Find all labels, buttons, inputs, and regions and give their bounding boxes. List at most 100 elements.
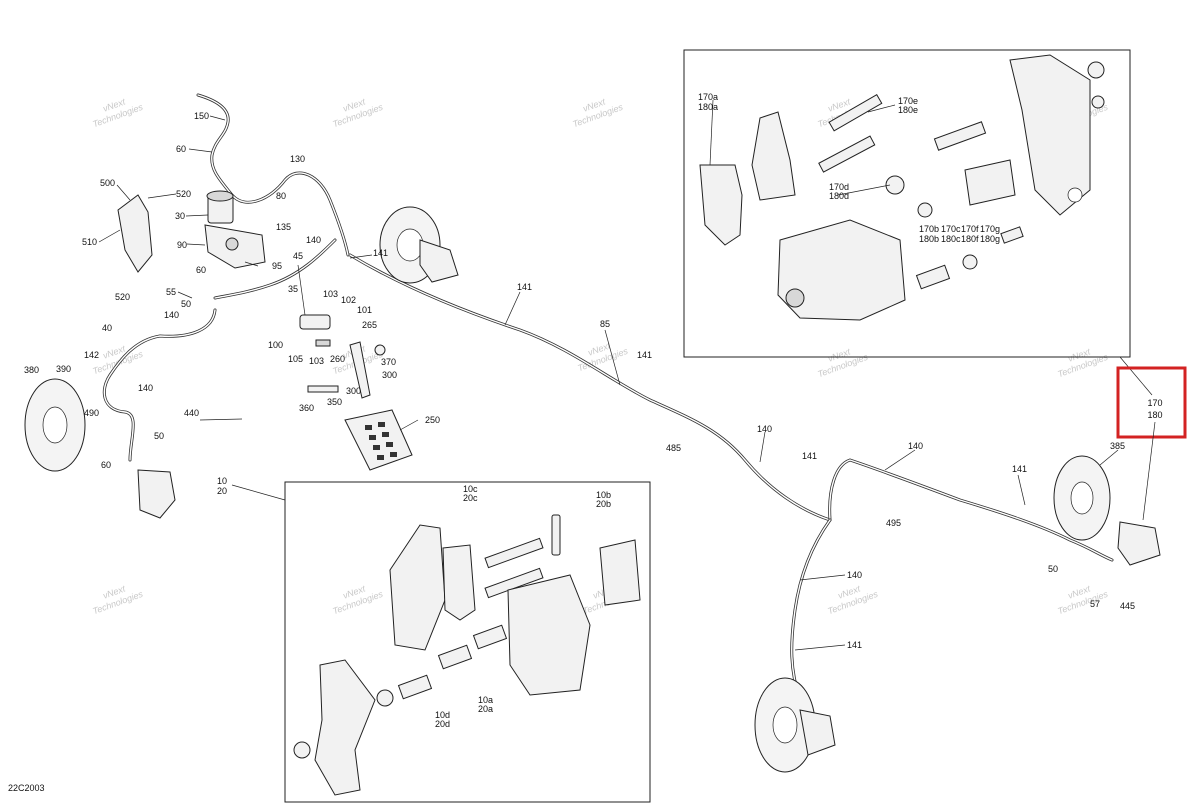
- part-label: 20d: [435, 719, 450, 729]
- part-label: 105: [288, 354, 303, 364]
- part-label: 300: [346, 386, 361, 396]
- bottom-brake-disc: [754, 677, 836, 773]
- part-label: 141: [637, 350, 652, 360]
- part-label: 370: [381, 357, 396, 367]
- rear-right-brake-disc: [1053, 455, 1111, 541]
- front-right-brake-disc: [379, 206, 459, 284]
- part-label: 300: [382, 370, 397, 380]
- part-label: 140: [847, 570, 862, 580]
- part-label: 20a: [478, 704, 493, 714]
- master-cylinder: [204, 190, 266, 269]
- part-label: 170f: [961, 224, 979, 234]
- inset-connector: [1119, 356, 1153, 396]
- brake-pedal: [344, 341, 413, 471]
- part-label: 140: [164, 310, 179, 320]
- svg-text:170: 170: [1147, 398, 1162, 408]
- part-label: 141: [847, 640, 862, 650]
- part-label: 180b: [919, 234, 939, 244]
- part-label: 180e: [898, 105, 918, 115]
- part-label: 20c: [463, 493, 478, 503]
- watermark: vNext Technologies: [816, 346, 869, 379]
- part-label: 180c: [941, 234, 961, 244]
- part-label: 141: [802, 451, 817, 461]
- part-label: 440: [184, 408, 199, 418]
- part-label: 490: [84, 408, 99, 418]
- part-label: 10a: [478, 695, 493, 705]
- part-label: 40: [102, 323, 112, 333]
- part-label: 100: [268, 340, 283, 350]
- part-label: 140: [306, 235, 321, 245]
- upper-inset-box: [683, 49, 1131, 358]
- part-label: 141: [517, 282, 532, 292]
- part-label: 141: [373, 248, 388, 258]
- part-label: 385: [1110, 441, 1125, 451]
- part-label: 520: [176, 189, 191, 199]
- part-label: 510: [82, 237, 97, 247]
- part-label: 265: [362, 320, 377, 330]
- part-label: 135: [276, 222, 291, 232]
- part-label: 140: [908, 441, 923, 451]
- part-label: 520: [115, 292, 130, 302]
- part-label: 495: [886, 518, 901, 528]
- part-label: 20b: [596, 499, 611, 509]
- part-label: 500: [100, 178, 115, 188]
- part-label: 10d: [435, 710, 450, 720]
- part-label: 130: [290, 154, 305, 164]
- part-label: 260: [330, 354, 345, 364]
- part-label: 10c: [463, 484, 478, 494]
- watermark: vNext Technologies: [826, 583, 879, 616]
- left-brake-disc: [24, 378, 86, 472]
- upper-inset-labels: 170a 180a 170e 180e 170d 180d 170b 180b …: [698, 92, 1000, 244]
- part-label: 180f: [961, 234, 979, 244]
- lower-inset-parts: [293, 514, 641, 796]
- part-label: 360: [299, 403, 314, 413]
- pedal-linkage: [299, 314, 386, 393]
- part-label: 20: [217, 486, 227, 496]
- part-label: 485: [666, 443, 681, 453]
- part-label: 102: [341, 295, 356, 305]
- part-label: 80: [276, 191, 286, 201]
- highlight-box[interactable]: [1116, 366, 1187, 439]
- watermark: vNext Technologies: [91, 96, 144, 129]
- part-label: 150: [194, 111, 209, 121]
- part-label: 35: [288, 284, 298, 294]
- part-label: 60: [196, 265, 206, 275]
- upper-inset-parts: [699, 54, 1105, 321]
- part-label: 142: [84, 350, 99, 360]
- part-label: 250: [425, 415, 440, 425]
- diagram-code: 22C2003: [8, 783, 45, 793]
- part-label: 180a: [698, 102, 718, 112]
- watermark: vNext Technologies: [1056, 346, 1109, 379]
- part-label: 380: [24, 365, 39, 375]
- part-label: 180g: [980, 234, 1000, 244]
- brake-lines: [102, 93, 1114, 702]
- part-label: 170c: [941, 224, 961, 234]
- watermark: vNext Technologies: [576, 340, 629, 373]
- part-label: 55: [166, 287, 176, 297]
- part-label: 95: [272, 261, 282, 271]
- watermark: vNext Technologies: [91, 583, 144, 616]
- part-label: 350: [327, 397, 342, 407]
- part-label: 180d: [829, 191, 849, 201]
- part-label: 103: [323, 289, 338, 299]
- watermark: vNext Technologies: [1056, 583, 1109, 616]
- part-label: 60: [101, 460, 111, 470]
- part-label: 140: [757, 424, 772, 434]
- part-label: 30: [175, 211, 185, 221]
- left-caliper: [137, 469, 176, 519]
- part-label: 10b: [596, 490, 611, 500]
- part-label: 60: [176, 144, 186, 154]
- part-label: 50: [1048, 564, 1058, 574]
- highlight-callout[interactable]: 170 180: [1147, 398, 1162, 420]
- lower-inset-box: [284, 481, 651, 803]
- svg-text:180: 180: [1147, 410, 1162, 420]
- watermark: vNext Technologies: [331, 583, 384, 616]
- part-label: 85: [600, 319, 610, 329]
- lower-inset-labels: 10c 20c 10b 20b 10a 20a 10d 20d: [435, 484, 611, 729]
- rear-right-caliper: [1117, 521, 1161, 566]
- inset-connector: [231, 484, 286, 501]
- part-label: 141: [1012, 464, 1027, 474]
- part-labels: 150 60 130 80 135 500 520 30 510 90 95 6…: [24, 111, 1135, 650]
- watermark-group: vNext Technologies vNext Technologies vN…: [91, 96, 1109, 616]
